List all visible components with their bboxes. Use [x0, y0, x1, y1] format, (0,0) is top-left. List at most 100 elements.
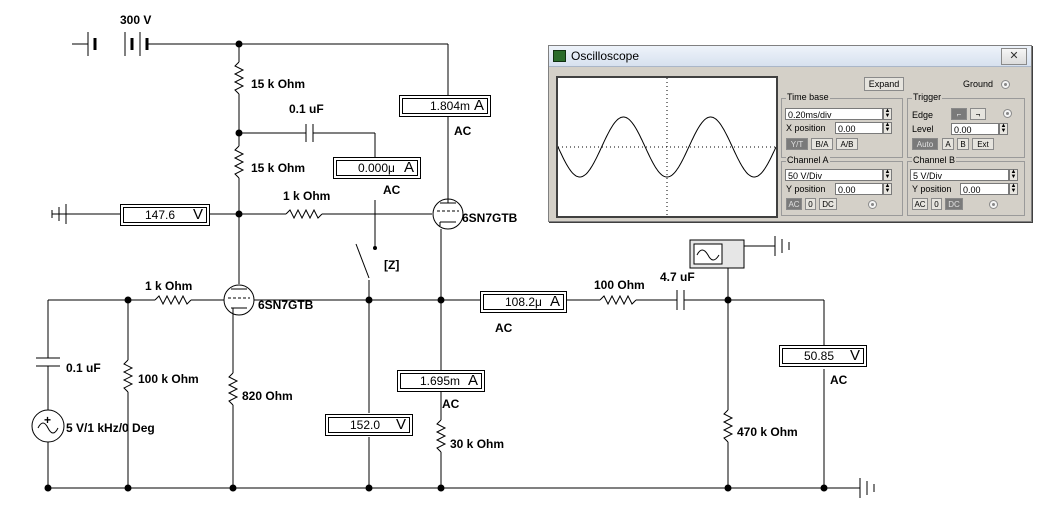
- meter-unit: A: [403, 159, 414, 176]
- tube-label-lower: 6SN7GTB: [258, 298, 314, 312]
- channel-b-scale-spinner[interactable]: ▲▼: [1009, 169, 1018, 181]
- channel-a-radio[interactable]: [868, 200, 877, 209]
- channel-b-ypos-input[interactable]: 0.00: [960, 183, 1009, 195]
- voltmeter-bottom[interactable]: 152.0 V: [325, 414, 413, 436]
- meter-reading: 0.000μ: [358, 161, 395, 175]
- ammeter-grid[interactable]: 0.000μ A: [333, 157, 421, 179]
- meter-ac-label-mid: AC: [495, 321, 513, 335]
- channel-a-scale-spinner[interactable]: ▲▼: [883, 169, 892, 181]
- meter-reading: 147.6: [145, 208, 176, 222]
- capacitor-label-c1: 0.1 uF: [289, 102, 324, 116]
- source-label: 5 V/1 kHz/0 Deg: [66, 421, 155, 435]
- channel-b-dc-button[interactable]: DC: [945, 198, 963, 210]
- resistor-label-r2: 15 k Ohm: [251, 161, 305, 175]
- meter-unit: V: [849, 347, 860, 364]
- rising-edge-icon[interactable]: ⌐: [951, 108, 967, 120]
- xposition-spinner[interactable]: ▲▼: [883, 122, 892, 134]
- meter-reading: 1.695m: [420, 374, 461, 388]
- trigger-a-button[interactable]: A: [942, 138, 954, 150]
- level-input[interactable]: 0.00: [951, 123, 999, 135]
- meter-unit: A: [549, 293, 560, 310]
- switch-label: [Z]: [384, 258, 399, 272]
- ba-mode-button[interactable]: B/A: [811, 138, 833, 150]
- meter-unit: A: [473, 97, 484, 114]
- trigger-ext-button[interactable]: Ext: [972, 138, 994, 150]
- close-button[interactable]: ✕: [1001, 48, 1027, 65]
- oscilloscope-titlebar[interactable]: Oscilloscope ✕: [549, 46, 1031, 67]
- resistor-label-30k: 30 k Ohm: [450, 437, 504, 451]
- resistor-label-470k: 470 k Ohm: [737, 425, 798, 439]
- channel-a-scale-input[interactable]: 50 V/Div: [785, 169, 883, 181]
- svg-text:+: +: [44, 413, 51, 427]
- meter-ac-label-top: AC: [454, 124, 472, 138]
- meter-ac-label-cathode: AC: [442, 397, 460, 411]
- meter-reading: 1.804m: [430, 99, 471, 113]
- channel-b-scale-input[interactable]: 5 V/Div: [910, 169, 1009, 181]
- timebase-group: [781, 98, 903, 158]
- channel-a-dc-button[interactable]: DC: [819, 198, 837, 210]
- channel-a-ypos-input[interactable]: 0.00: [835, 183, 883, 195]
- trigger-title: Trigger: [912, 92, 943, 102]
- meter-ac-label-small: AC: [383, 183, 401, 197]
- channel-a-group: [781, 161, 903, 216]
- voltmeter-left[interactable]: 147.6 V: [120, 204, 210, 226]
- meter-ac-label-out: AC: [830, 373, 848, 387]
- waveform-plot: [557, 78, 777, 216]
- channel-b-ac-button[interactable]: AC: [912, 198, 928, 210]
- timebase-input[interactable]: 0.20ms/div: [785, 108, 883, 120]
- oscilloscope-display: [556, 76, 778, 218]
- meter-unit: A: [467, 372, 478, 389]
- channel-b-ypos-label: Y position: [912, 184, 952, 194]
- resistor-label-820: 820 Ohm: [242, 389, 293, 403]
- ammeter-top[interactable]: 1.804m A: [399, 95, 491, 117]
- oscilloscope-app-icon: [553, 50, 566, 62]
- oscilloscope-window[interactable]: Oscilloscope ✕ Expand Ground Time base 0…: [548, 45, 1032, 222]
- capacitor-label-out: 4.7 uF: [660, 270, 695, 284]
- trigger-b-button[interactable]: B: [957, 138, 969, 150]
- expand-button[interactable]: Expand: [864, 77, 904, 91]
- xposition-input[interactable]: 0.00: [835, 122, 883, 134]
- channel-a-ac-button[interactable]: AC: [786, 198, 802, 210]
- edge-label: Edge: [912, 110, 934, 120]
- resistor-label-r100: 100 Ohm: [594, 278, 645, 292]
- resistor-label-grid: 1 k Ohm: [145, 279, 192, 293]
- channel-a-ypos-spinner[interactable]: ▲▼: [883, 183, 892, 195]
- channel-b-radio[interactable]: [989, 200, 998, 209]
- trigger-group: [907, 98, 1025, 158]
- ammeter-cathode[interactable]: 1.695m A: [397, 370, 485, 392]
- meter-reading: 108.2μ: [505, 295, 542, 309]
- ground-radio[interactable]: [1001, 80, 1010, 89]
- ammeter-output[interactable]: 108.2μ A: [480, 291, 567, 313]
- timebase-spinner[interactable]: ▲▼: [883, 108, 892, 120]
- meter-reading: 152.0: [350, 418, 381, 432]
- yt-mode-button[interactable]: Y/T: [786, 138, 808, 150]
- falling-edge-icon[interactable]: ¬: [970, 108, 986, 120]
- channel-b-ypos-spinner[interactable]: ▲▼: [1009, 183, 1018, 195]
- resistor-label-100k: 100 k Ohm: [138, 372, 199, 386]
- xposition-label: X position: [786, 123, 826, 133]
- capacitor-label-in: 0.1 uF: [66, 361, 101, 375]
- channel-b-group: [907, 161, 1025, 216]
- channel-a-zero-button[interactable]: 0: [805, 198, 816, 210]
- ab-mode-button[interactable]: A/B: [836, 138, 858, 150]
- edge-radio[interactable]: [1003, 109, 1012, 118]
- resistor-label-r3: 1 k Ohm: [283, 189, 330, 203]
- channel-a-ypos-label: Y position: [786, 184, 826, 194]
- auto-trigger-button[interactable]: Auto: [912, 138, 938, 150]
- meter-unit: V: [395, 416, 406, 433]
- waveform-trace: [557, 116, 777, 178]
- channel-a-title: Channel A: [786, 155, 830, 165]
- timebase-title: Time base: [786, 92, 830, 102]
- resistor-label-r1: 15 k Ohm: [251, 77, 305, 91]
- meter-reading: 50.85: [804, 349, 835, 363]
- channel-b-zero-button[interactable]: 0: [931, 198, 942, 210]
- ground-label: Ground: [963, 79, 994, 89]
- level-label: Level: [912, 124, 934, 134]
- window-title: Oscilloscope: [571, 49, 640, 63]
- level-spinner[interactable]: ▲▼: [999, 123, 1008, 135]
- meter-unit: V: [192, 206, 203, 223]
- battery-label: 300 V: [120, 13, 151, 27]
- channel-b-title: Channel B: [912, 155, 957, 165]
- voltmeter-output[interactable]: 50.85 V: [779, 345, 867, 367]
